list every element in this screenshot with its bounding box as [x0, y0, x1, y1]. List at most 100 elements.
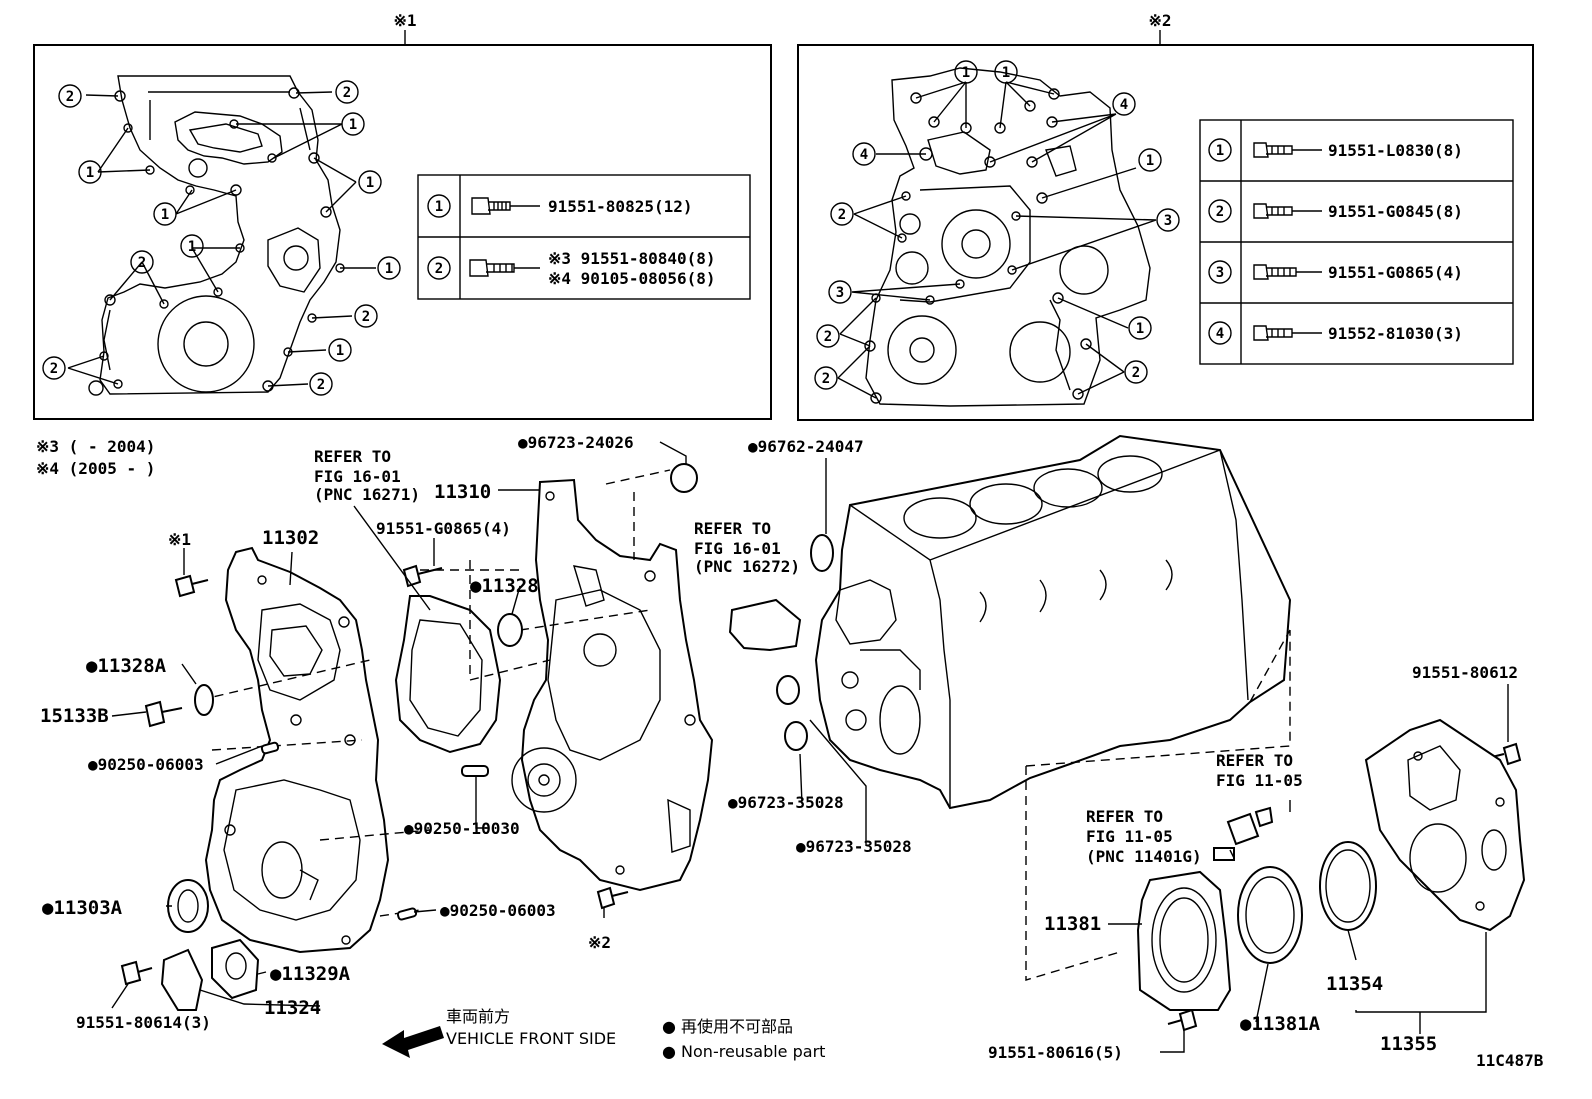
bolt-icon	[1253, 325, 1322, 341]
part-96762-24047: ●96762-24047	[748, 437, 864, 456]
note-4: ※4 (2005 - )	[36, 459, 155, 478]
bolt-icon	[469, 259, 515, 277]
part-91551-80614: 91551-80614(3)	[76, 1013, 211, 1032]
timing-cover-outline-2	[865, 67, 1151, 407]
panel-1-mark: ※1	[393, 11, 416, 30]
svg-text:2: 2	[138, 255, 146, 271]
svg-text:2: 2	[824, 329, 832, 345]
panel-2-mark: ※2	[1148, 11, 1171, 30]
svg-text:1: 1	[1216, 143, 1224, 159]
mark-2: ※2	[588, 933, 611, 952]
o-ring-11328	[497, 613, 523, 647]
svg-text:3: 3	[836, 285, 844, 301]
refer-16271-line2: FIG 16-01	[314, 467, 401, 486]
gasket-cover-seal	[728, 598, 802, 652]
gasket-11324	[160, 948, 204, 1011]
bolt-icon	[1253, 203, 1322, 219]
gasket-11329A	[211, 938, 260, 1000]
refer-16272-line2: FIG 16-01	[694, 539, 781, 558]
washer-11328A	[194, 684, 214, 716]
svg-text:91551-L0830(8): 91551-L0830(8)	[1328, 141, 1463, 160]
bolt-icon	[144, 700, 183, 728]
o-ring-96762-24047	[810, 534, 834, 572]
front-label-jp: 車両前方	[446, 1007, 510, 1026]
svg-text:2: 2	[435, 261, 443, 277]
svg-text:4: 4	[860, 147, 868, 163]
svg-text:2: 2	[1132, 365, 1140, 381]
vehicle-front-arrow	[382, 1026, 444, 1058]
svg-text:1: 1	[86, 165, 94, 181]
refer-11401G-line2: FIG 11-05	[1086, 827, 1173, 846]
svg-text:91551-G0865(4): 91551-G0865(4)	[1328, 263, 1463, 282]
panel-1-frame	[33, 44, 772, 420]
svg-text:1: 1	[962, 65, 970, 81]
part-11303A: ●11303A	[42, 897, 123, 919]
dowel-pin-90250-06003-b	[396, 907, 418, 921]
bolt-icon	[471, 197, 511, 215]
panel-2-bolt-detail: ※2 1 1 4 4 1	[797, 11, 1534, 421]
svg-text:3: 3	[1164, 213, 1172, 229]
part-96723-35028-a: ●96723-35028	[728, 793, 844, 812]
o-ring-96723-35028-b	[784, 721, 808, 751]
part-91551-G0865: 91551-G0865(4)	[376, 519, 511, 538]
timing-cover-outline-1	[99, 75, 341, 395]
panel-2-callouts: 1 1 4 4 1 2 3 3 2 1 2 2	[814, 60, 1180, 390]
part-11355: 11355	[1380, 1033, 1437, 1055]
part-11329A: ●11329A	[270, 963, 351, 985]
part-11328A: ●11328A	[86, 655, 167, 677]
part-96723-24026: ●96723-24026	[518, 433, 634, 452]
refer-11401G-line1: REFER TO	[1086, 807, 1163, 826]
bolt-icon	[1253, 142, 1322, 158]
svg-text:91552-81030(3): 91552-81030(3)	[1328, 324, 1463, 343]
note-3: ※3 ( - 2004)	[36, 437, 155, 456]
part-11381: 11381	[1044, 913, 1101, 935]
bolt-icon	[596, 886, 629, 910]
svg-text:2: 2	[1216, 204, 1224, 220]
timing-cover-11302	[204, 546, 390, 954]
svg-text:91551-G0845(8): 91551-G0845(8)	[1328, 202, 1463, 221]
bolt-icon	[1167, 1008, 1198, 1032]
o-ring-96723-35028-a	[776, 675, 800, 705]
part-15133B: 15133B	[40, 705, 109, 727]
sensor-icon	[1213, 806, 1274, 861]
panel-1-bolt-detail: ※1 2 2 1 1 1 1	[33, 11, 772, 420]
oil-seal-11381A	[1237, 866, 1303, 964]
svg-text:1: 1	[385, 261, 393, 277]
bolt-icon	[1253, 264, 1322, 280]
svg-text:1: 1	[1002, 65, 1010, 81]
refer-11401G-line3: (PNC 11401G)	[1086, 847, 1202, 866]
part-11381A: ●11381A	[1240, 1013, 1321, 1035]
gasket-11354	[1319, 841, 1377, 931]
dowel-pin-90250-10030	[461, 765, 489, 777]
part-11324: 11324	[264, 997, 321, 1019]
refer-labels: REFER TO FIG 16-01 (PNC 16271) REFER TO …	[314, 447, 1303, 866]
part-91551-80616: 91551-80616(5)	[988, 1043, 1123, 1062]
svg-text:※4 90105-08056(8): ※4 90105-08056(8)	[548, 269, 716, 288]
o-ring-96723-24026	[670, 463, 698, 493]
refer-16271-line3: (PNC 16271)	[314, 485, 420, 504]
refer-11-05-line2: FIG 11-05	[1216, 771, 1303, 790]
oil-seal-11303A	[167, 879, 209, 933]
svg-text:4: 4	[1120, 97, 1128, 113]
part-11310: 11310	[434, 481, 491, 503]
svg-text:1: 1	[188, 239, 196, 255]
cylinder-block	[814, 434, 1292, 810]
panel-2-frame	[797, 44, 1534, 421]
dowel-pin-90250-06003-a	[260, 741, 280, 755]
bolt-icon	[120, 960, 153, 986]
svg-text:2: 2	[838, 207, 846, 223]
part-labels: ●96723-24026 ●96762-24047 11310 11302 ※1…	[40, 433, 1518, 1062]
part-90250-06003-a: ●90250-06003	[88, 755, 204, 774]
part-96723-35028-b: ●96723-35028	[796, 837, 912, 856]
panel-2-bolt-legend: 1 2 3 4 91551-L0830(8) 91551-	[1199, 119, 1514, 365]
refer-16271-line1: REFER TO	[314, 447, 391, 466]
refer-16272-line1: REFER TO	[694, 519, 771, 538]
svg-text:2: 2	[822, 371, 830, 387]
panel-1-callouts: 2 2 1 1 1 1 1 2 1 2 1 2 2	[42, 80, 401, 396]
svg-text:2: 2	[362, 309, 370, 325]
svg-text:1: 1	[435, 199, 443, 215]
refer-16272-line3: (PNC 16272)	[694, 557, 800, 576]
svg-text:1: 1	[366, 175, 374, 191]
refer-11-05-line1: REFER TO	[1216, 751, 1293, 770]
